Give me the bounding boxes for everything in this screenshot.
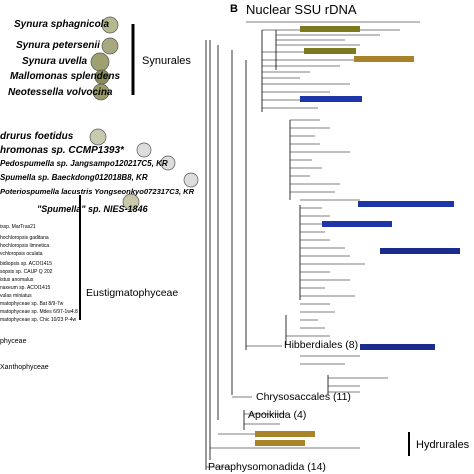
small-taxon: bidiopsis sp. ACOI1415	[0, 261, 52, 267]
highlight-blue-4	[380, 248, 460, 254]
small-taxon: naxeum sp. ACOI1415	[0, 285, 51, 291]
clade-chrysosaccales: Chrysosaccales (11)	[256, 391, 351, 403]
highlight-blue-5	[360, 344, 435, 350]
taxon-label: hromonas sp. CCMP1393*	[0, 145, 124, 156]
taxon-label: Neotessella volvocina	[8, 87, 113, 98]
clade-hydrurales: Hydrurales	[416, 439, 470, 451]
small-taxon: matophyceae sp. Bat 8/9-7w	[0, 301, 64, 307]
highlight-brown-1	[354, 56, 414, 62]
small-taxon: istus anomalus	[0, 277, 34, 283]
taxon-label: "Spumella" sp. NIES-1846	[37, 204, 148, 214]
group-label-xanthophyceae: Xanthophyceae	[0, 364, 49, 371]
taxon-label: Mallomonas splendens	[10, 71, 121, 82]
taxon-label: Synura petersenii	[16, 40, 100, 51]
taxon-label: Synura uvella	[22, 56, 88, 67]
small-taxon: sopsis sp. CAUP Q 202	[0, 269, 53, 275]
group-label-eustigmatophyceae: Eustigmatophyceae	[86, 287, 179, 299]
taxon-label: Spumella sp. Baeckdong012018B8, KR	[0, 173, 148, 182]
clade-paraphysomonadida: Paraphysomonadida (14)	[208, 461, 326, 473]
clade-apoikiida: Apoikiida (4)	[248, 409, 307, 421]
small-taxon: hochloropsis gaditana	[0, 235, 49, 241]
small-taxon: matophyceae sp. Mdes 6/97-1w4.8	[0, 309, 78, 315]
highlight-blue-3	[322, 221, 392, 227]
panel-letter: B	[230, 3, 238, 15]
small-taxon: vchloropsis oculata	[0, 251, 43, 257]
group-label-phyceae: phyceae	[0, 338, 27, 345]
panel-title: Nuclear SSU rDNA	[246, 2, 357, 17]
small-taxon: issp. MarTras21	[0, 224, 36, 230]
clade-hibberdiales: Hibberdiales (8)	[284, 339, 359, 351]
highlight-olive-1	[300, 26, 360, 32]
taxon-label: Synura sphagnicola	[14, 19, 110, 30]
highlight-brown-3	[255, 440, 305, 446]
small-taxon: matophyceae sp. Chic 10/23 P-4w	[0, 317, 77, 323]
small-taxon: hochloropsis limnetica	[0, 243, 50, 249]
taxon-label: drurus foetidus	[0, 131, 74, 142]
hydrurales-bracket	[408, 432, 410, 456]
taxon-label: Pedospumella sp. Jangsampo120217C5, KR	[0, 159, 168, 168]
highlight-blue-2	[358, 201, 454, 207]
taxon-label: Poteriospumella lacustris Yongseonkyo072…	[0, 187, 195, 196]
small-taxon: vulas miniatus	[0, 293, 32, 299]
group-label-synurales: Synurales	[142, 55, 191, 67]
highlight-olive-2	[304, 48, 356, 54]
highlight-blue-1	[300, 96, 362, 102]
highlight-brown-2	[255, 431, 315, 437]
synura-colony-icons	[89, 16, 199, 211]
